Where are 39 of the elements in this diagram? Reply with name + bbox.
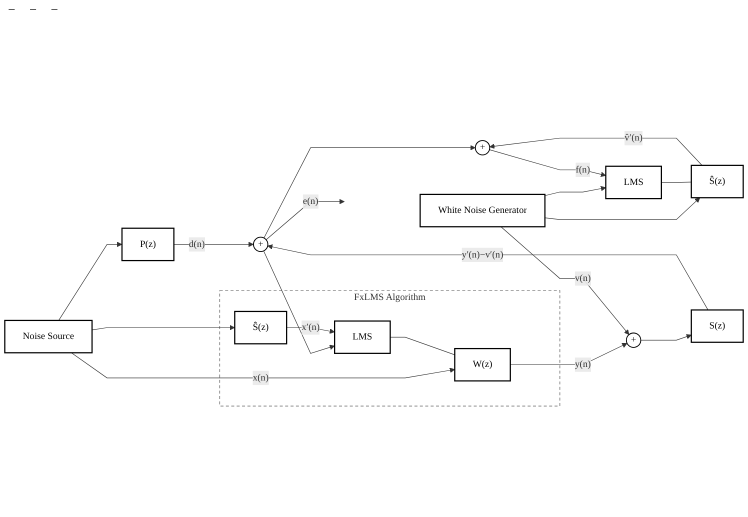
node-circle: + [626,332,642,348]
arrow [266,198,345,240]
edge-label: x(n) [252,372,269,383]
minus-sign: − [50,2,58,18]
node-box: LMS [605,166,662,200]
connector [390,336,456,356]
arrow [267,244,708,310]
arrow [71,352,455,378]
arrow [264,145,476,238]
edge-label: d(n) [188,239,205,250]
node-circle: + [474,140,490,156]
edge-label: v̂′(n) [624,132,643,143]
arrow [510,343,628,366]
arrow [500,226,630,335]
minus-sign: − [29,2,37,18]
connector [661,182,692,183]
edge-label: y′(n)−v′(n) [462,249,504,260]
edge-label: f(n) [576,164,590,175]
node-box: Noise Source [4,320,93,354]
arrow [489,149,606,177]
node-box: Ŝ(z) [234,310,288,344]
arrow [640,334,692,340]
arrow [544,197,700,220]
arrow [489,138,702,166]
edge-label: x′(n) [302,322,320,332]
node-box: S(z) [690,309,744,343]
edge-label: y(n) [574,359,591,370]
edge-label: e(n) [302,196,318,206]
node-box: LMS [334,320,391,354]
minus-sign: − [8,2,16,18]
node-box: W(z) [454,348,511,382]
node-box: Ŝ(z) [690,164,744,198]
arrow [58,242,122,321]
arrow [544,186,606,196]
arrow [92,325,235,330]
node-box: P(z) [121,228,174,262]
edge-label: v(n) [574,273,591,284]
node-circle: + [253,236,268,252]
node-box: White Noise Generator [420,194,546,228]
